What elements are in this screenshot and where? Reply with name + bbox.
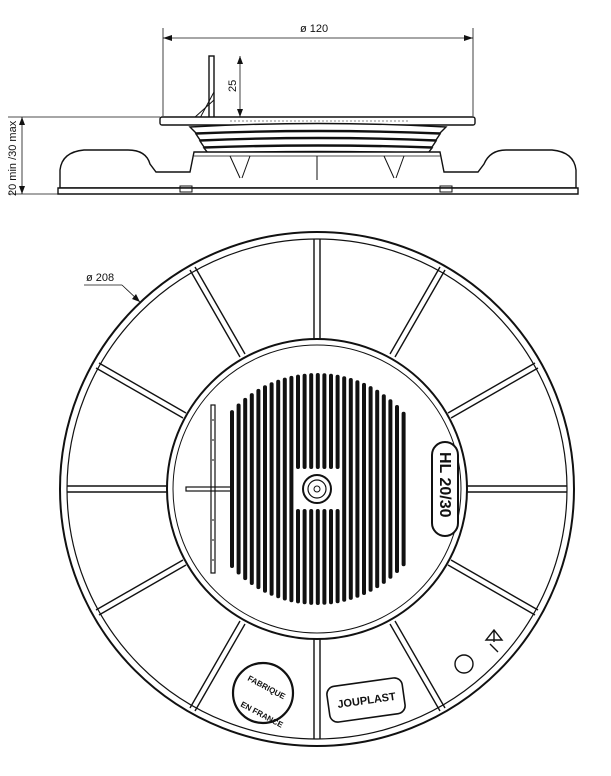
grip-slot	[335, 374, 340, 469]
grip-slot	[322, 509, 327, 605]
dim-diameter-top-label: ø 120	[300, 23, 328, 35]
model-label: HL 20/30	[436, 452, 453, 518]
top-view	[59, 231, 575, 747]
grip-slot	[388, 399, 393, 579]
grip-slot	[322, 373, 327, 469]
grip-slot	[302, 373, 307, 469]
grip-slot	[329, 373, 333, 469]
grip-slot	[335, 509, 340, 604]
grip-slot	[375, 389, 380, 589]
grip-slot	[309, 509, 314, 605]
dim-tab-height-label: 25	[227, 80, 239, 92]
grip-slot	[348, 378, 353, 600]
grip-slot	[302, 509, 307, 605]
grip-slot	[309, 373, 314, 469]
grip-slot	[362, 382, 366, 595]
grip-slot	[296, 509, 300, 604]
grip-slot	[315, 509, 320, 605]
grip-slot	[381, 394, 386, 584]
radial-ribs	[67, 239, 567, 739]
grip-slot	[256, 388, 261, 590]
grip-slot	[395, 405, 399, 573]
dim-total-height-label: 20 min /30 max	[7, 120, 19, 196]
grip-slot	[243, 397, 248, 581]
grip-slot	[329, 509, 333, 605]
dim-diameter-base-label: ø 208	[86, 272, 114, 284]
grip-slot	[289, 375, 294, 603]
grip-slot	[276, 379, 281, 599]
grip-slot	[315, 373, 320, 469]
grip-slot	[401, 411, 406, 567]
grip-slot	[236, 403, 241, 575]
grip-slots	[230, 373, 406, 605]
grip-slot	[263, 385, 267, 593]
grip-slot	[355, 380, 360, 598]
grip-slot	[296, 374, 300, 469]
grip-slot	[249, 393, 254, 585]
grip-slot	[368, 386, 373, 592]
grip-slot	[282, 377, 287, 601]
grip-slot	[230, 410, 234, 568]
side-view	[8, 28, 579, 195]
grip-slot	[342, 376, 347, 602]
grip-slot	[269, 382, 274, 596]
